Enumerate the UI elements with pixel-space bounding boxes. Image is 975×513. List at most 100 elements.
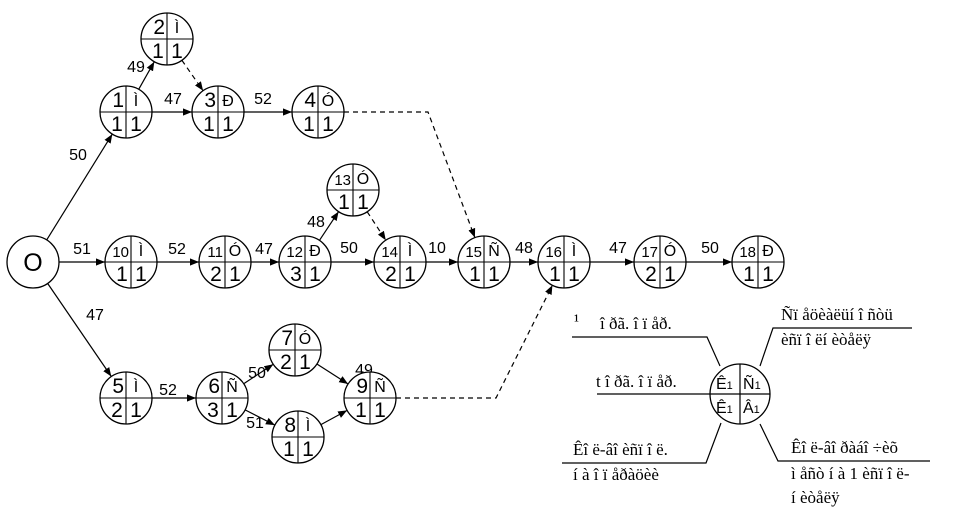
node-number: 4 bbox=[304, 89, 316, 112]
node-places: 1 bbox=[568, 263, 580, 286]
node-places: 1 bbox=[664, 263, 676, 286]
legend-lines bbox=[562, 327, 930, 464]
legend-line-top-left bbox=[572, 336, 721, 367]
edge-label-O-1: 50 bbox=[69, 147, 87, 164]
node-workers: 2 bbox=[210, 263, 222, 286]
origin-circle bbox=[6, 235, 60, 289]
node-specialty: Ó bbox=[299, 329, 311, 348]
node-workers: 2 bbox=[111, 399, 123, 422]
node-places: 1 bbox=[226, 399, 238, 422]
edge-O-5 bbox=[47, 283, 112, 377]
node-places: 1 bbox=[222, 113, 234, 136]
node-specialty: Ó bbox=[322, 91, 334, 110]
node-specialty: Ì bbox=[306, 416, 310, 435]
edge-label-6-7: 50 bbox=[248, 365, 266, 382]
node-specialty: Ð bbox=[309, 243, 321, 260]
edge-label-15-16: 48 bbox=[515, 240, 533, 257]
node-specialty: Ì bbox=[408, 241, 412, 260]
edge-label-1-3: 47 bbox=[164, 91, 182, 108]
node-specialty: Ñ bbox=[226, 376, 238, 396]
node-specialty: Ì bbox=[572, 241, 576, 260]
edge-6-8 bbox=[244, 409, 276, 426]
legend-top-right-line1: Ñï åöèàëüí î ñòü bbox=[781, 305, 893, 324]
edge-8-9 bbox=[320, 409, 348, 426]
edge-label-1-2: 49 bbox=[127, 59, 145, 76]
node-workers: 3 bbox=[207, 399, 219, 422]
node-number: 2 bbox=[153, 16, 165, 39]
node-places: 1 bbox=[130, 113, 142, 136]
node-workers: 2 bbox=[645, 263, 657, 286]
node-workers: 1 bbox=[152, 40, 164, 63]
edge-1-2 bbox=[138, 61, 155, 90]
legend-node-br: Â1 bbox=[743, 398, 760, 417]
legend-mid-left-text: t î ðã. î ï åð. bbox=[596, 372, 677, 391]
legend-low-right-line1: Êî ë-âî ðàáî ÷èõ bbox=[791, 438, 898, 457]
legend-node: Ê1 Ñ1 Ê1 Â1 bbox=[709, 363, 771, 425]
node-workers: 1 bbox=[116, 263, 128, 286]
node-specialty: Ñ bbox=[488, 240, 500, 260]
legend-low-right-line2: ì åñò í à 1 èñï î ë- bbox=[791, 464, 910, 483]
edge-label-5-6: 52 bbox=[159, 382, 177, 399]
edge-label-12-13: 48 bbox=[307, 214, 325, 231]
node-workers: 2 bbox=[280, 351, 292, 374]
node-workers: 1 bbox=[338, 191, 350, 214]
node-places: 1 bbox=[135, 263, 147, 286]
node-number: 1 bbox=[112, 89, 124, 112]
edge-6-7 bbox=[243, 363, 274, 385]
node-workers: 1 bbox=[283, 438, 295, 461]
legend-line-top-right bbox=[759, 327, 912, 367]
node-specialty: Ì bbox=[134, 377, 138, 396]
node-places: 1 bbox=[404, 263, 416, 286]
node-specialty: Ó bbox=[664, 241, 676, 260]
edge-12-13 bbox=[318, 211, 340, 241]
edge-label-14-15: 10 bbox=[428, 240, 446, 257]
node-number: 9 bbox=[356, 375, 368, 398]
node-places: 1 bbox=[171, 40, 183, 63]
legend-low-left-line1: Êî ë-âî èñï î ë. bbox=[573, 440, 668, 459]
edge-label-17-18: 50 bbox=[701, 240, 719, 257]
edge-label-10-11: 52 bbox=[168, 241, 186, 258]
node-specialty: Ð bbox=[762, 243, 774, 260]
origin-node: O bbox=[6, 235, 60, 289]
node-specialty: Ð bbox=[222, 93, 234, 110]
edge-7-9 bbox=[316, 363, 349, 385]
legend-top-right-line2: èñï î ëí èòåëÿ bbox=[781, 330, 872, 349]
node-places: 1 bbox=[322, 113, 334, 136]
legend-texts: ¹ î ðã. î ï åð. t î ðã. î ï åð. Êî ë-âî … bbox=[573, 305, 910, 507]
legend-node-tr: Ñ1 bbox=[743, 373, 761, 393]
node-places: 1 bbox=[357, 191, 369, 214]
node-workers: 1 bbox=[743, 263, 755, 286]
node-workers: 1 bbox=[355, 399, 367, 422]
legend-line-low-right bbox=[759, 423, 930, 462]
edge-label-O-10: 51 bbox=[73, 241, 91, 258]
node-number: 8 bbox=[284, 414, 296, 437]
edge-2-3 bbox=[181, 59, 204, 92]
node-number: 3 bbox=[204, 89, 216, 112]
edge-label-6-8: 51 bbox=[246, 415, 264, 432]
node-number: 15 bbox=[465, 244, 482, 261]
node-specialty: Ñ bbox=[374, 376, 386, 396]
node-workers: 1 bbox=[469, 263, 481, 286]
node-number: 5 bbox=[112, 375, 124, 398]
node-workers: 1 bbox=[203, 113, 215, 136]
node-specialty: Ó bbox=[357, 169, 369, 188]
node-number: 14 bbox=[381, 244, 398, 261]
node-places: 1 bbox=[374, 399, 386, 422]
edge-label-16-17: 47 bbox=[609, 240, 627, 257]
legend-low-left-line2: í à î ï åðàöèè bbox=[573, 465, 659, 484]
node-number: 6 bbox=[208, 375, 220, 398]
